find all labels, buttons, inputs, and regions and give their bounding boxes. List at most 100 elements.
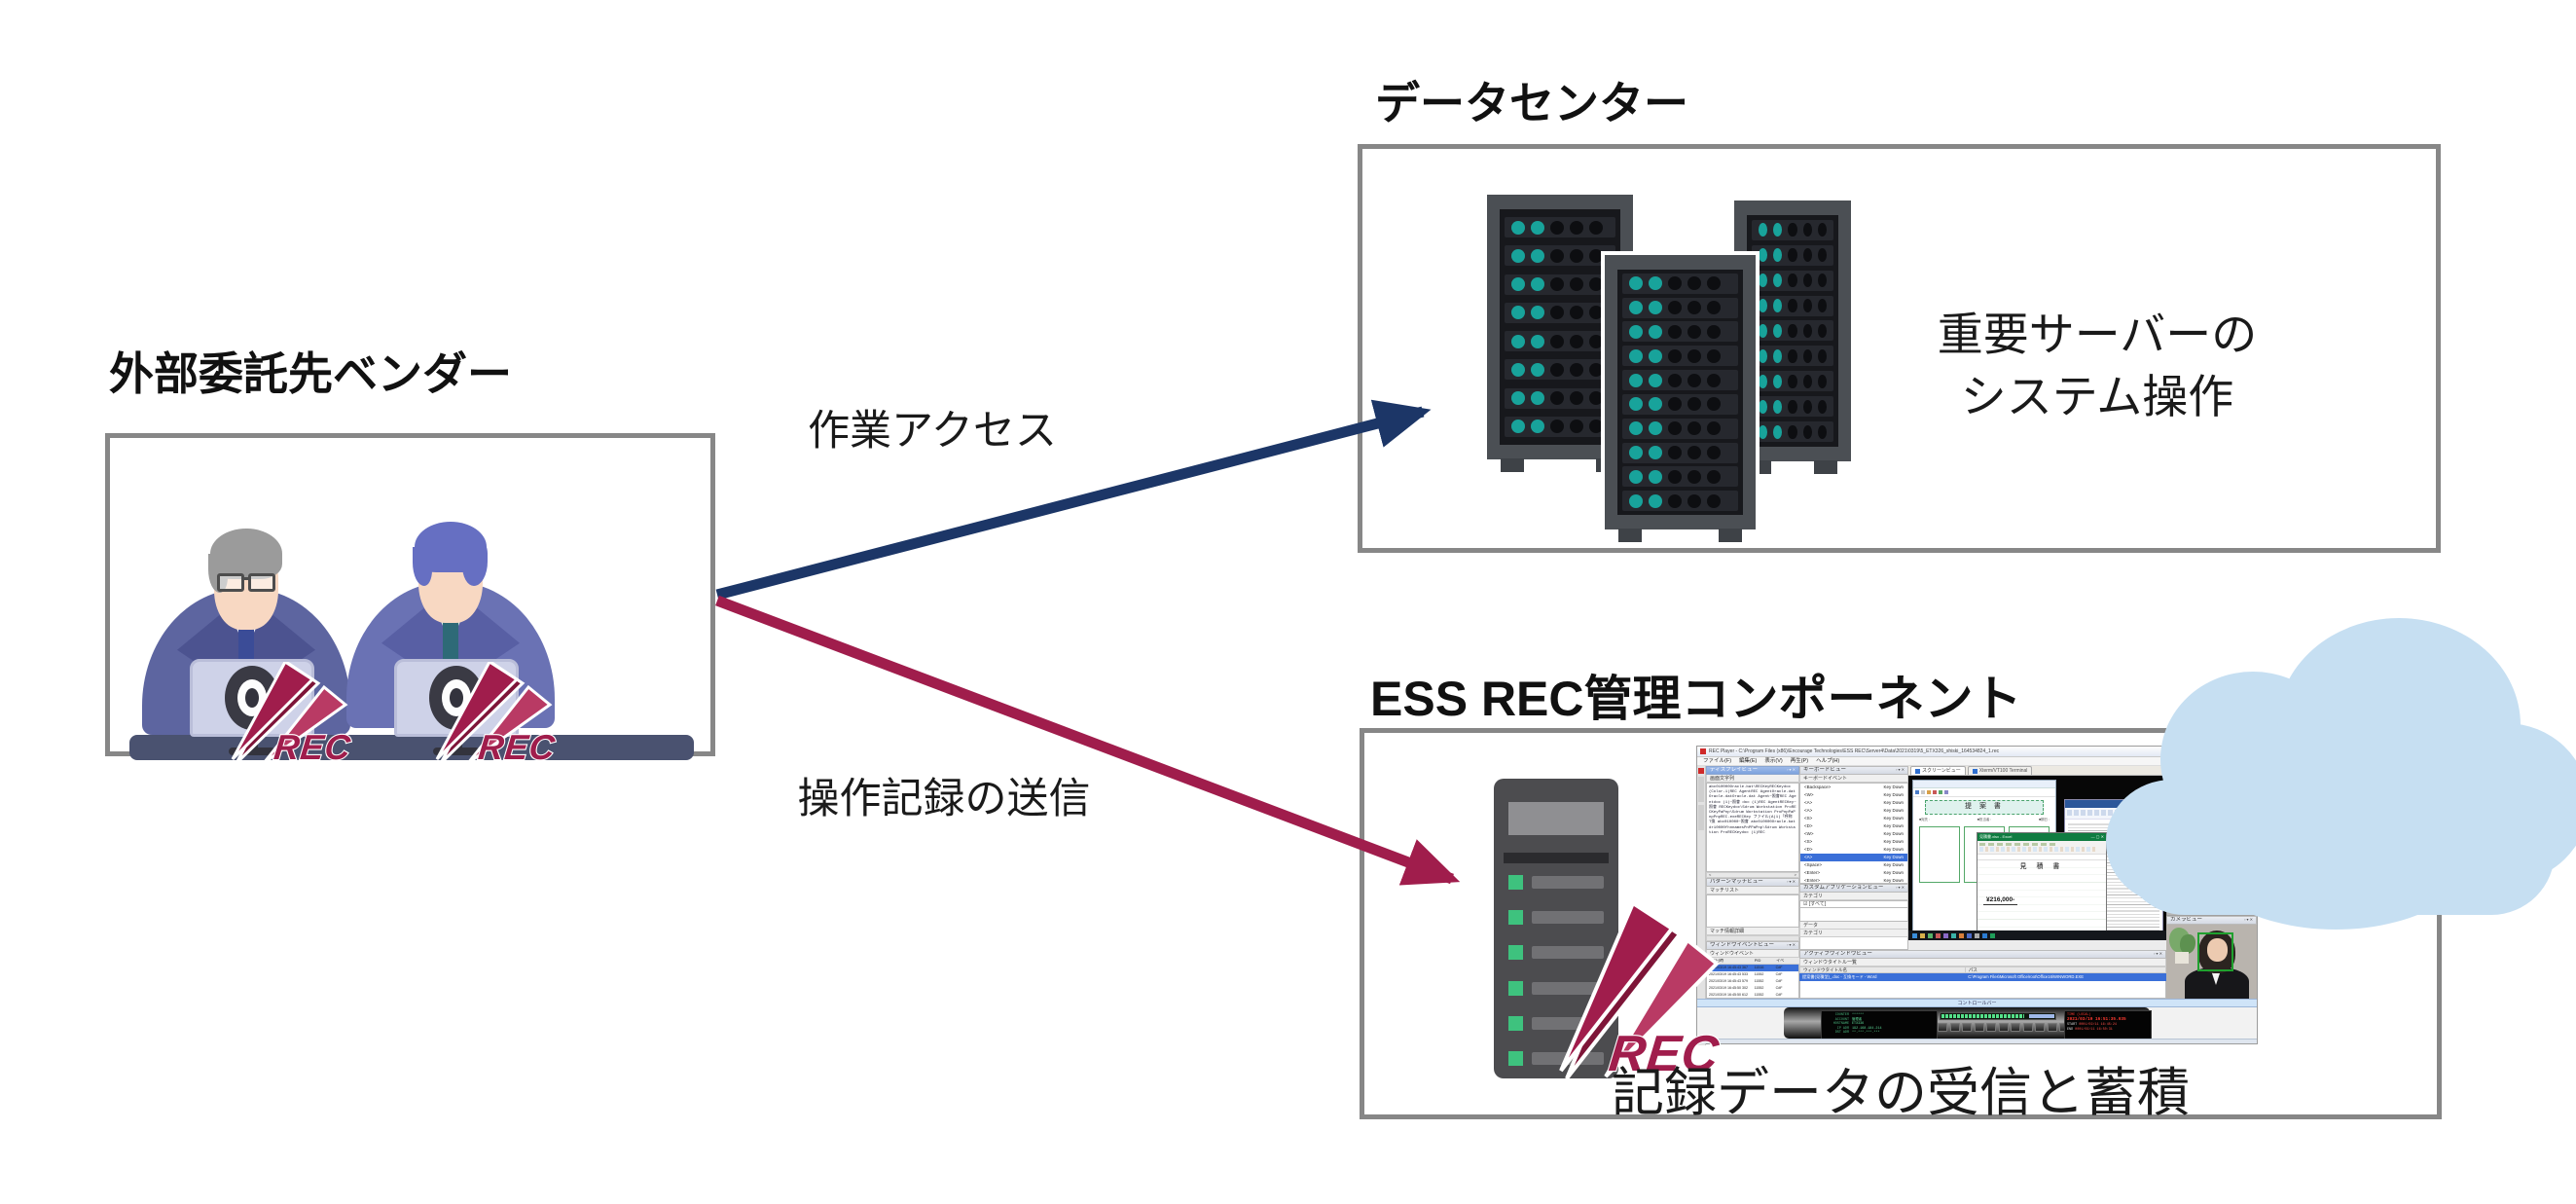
led-off-icon xyxy=(1817,399,1828,414)
menu-item: 再生(P) xyxy=(1790,757,1809,764)
led-lit-icon xyxy=(1649,446,1662,459)
led-lit-icon xyxy=(1511,420,1525,434)
led-off-icon xyxy=(1570,362,1583,377)
led-lit-icon xyxy=(1511,306,1525,320)
led-off-icon xyxy=(1668,446,1682,459)
vendor-title: 外部委託先ベンダー xyxy=(109,348,512,399)
green-led-icon xyxy=(1508,945,1523,961)
led-off-icon xyxy=(1668,421,1682,436)
event-row: 2021/03/19 16:45:43 533 11552 C#F xyxy=(1709,972,1783,977)
event-row: 2021/03/19 16:45:43 579 11552 C#F xyxy=(1709,979,1783,984)
keyboard-label: キーボードイベント xyxy=(1799,775,1908,783)
led-off-icon xyxy=(1589,277,1603,292)
rack-led-panel xyxy=(1617,270,1743,515)
led-off-icon xyxy=(1589,220,1603,235)
person-hair-gray xyxy=(208,529,282,593)
tab-terminal: Xterm/VT100 Terminal xyxy=(1967,766,2033,775)
rack-row xyxy=(1622,273,1738,294)
green-led-icon xyxy=(1508,874,1523,890)
face-detect-box xyxy=(2197,932,2233,971)
led-off-icon xyxy=(1802,399,1812,414)
datacenter-title: データセンター xyxy=(1375,78,1688,128)
led-off-icon xyxy=(1707,397,1721,412)
custom-app-header: カスタムアプリケーションビュー ▫ ▾ ✕ xyxy=(1799,884,1908,893)
led-off-icon xyxy=(1570,220,1583,235)
camera-view-header: カメラビュー ▫ ▾ ✕ xyxy=(2166,916,2257,925)
led-off-icon xyxy=(1570,334,1583,348)
led-lit-icon xyxy=(1629,276,1643,291)
led-title: TIME (LOCAL) xyxy=(2067,1013,2091,1017)
lcd-row: DST ADR**.***.***.*** xyxy=(1834,1031,1880,1036)
led-off-icon xyxy=(1788,424,1797,439)
vendor-person-gray xyxy=(134,492,358,735)
menu-item: 編集(E) xyxy=(1739,757,1758,764)
led-lit-icon xyxy=(1629,397,1643,412)
led-off-icon xyxy=(1817,323,1828,338)
rack-row xyxy=(1505,416,1615,437)
control-bar-label: コントロールバー xyxy=(1957,1000,1997,1006)
excel-amount: ¥216,000- xyxy=(1983,896,2018,905)
led-lit-icon xyxy=(1629,446,1643,459)
record-send-label: 操作記録の送信 xyxy=(797,776,1091,822)
led-lit-icon xyxy=(1773,424,1783,439)
led-off-icon xyxy=(1687,324,1701,339)
led-off-icon xyxy=(1550,420,1564,434)
led-off-icon xyxy=(1550,334,1564,348)
led-lit-icon xyxy=(1759,374,1768,388)
caption-line-2: システム操作 xyxy=(1960,371,2234,422)
rack-row xyxy=(1505,387,1615,409)
led-off-icon xyxy=(1687,348,1701,363)
led-off-icon xyxy=(1570,277,1583,292)
led-lit-icon xyxy=(1511,248,1525,263)
transport-buttons xyxy=(1938,1023,2069,1032)
led-off-icon xyxy=(1788,299,1797,313)
led-lit-icon xyxy=(1759,299,1768,313)
category-label: カテゴリ xyxy=(1799,930,1908,937)
led-lit-icon xyxy=(1649,493,1662,508)
led-off-icon xyxy=(1589,306,1603,320)
led-lit-icon xyxy=(1773,374,1783,388)
led-lit-icon xyxy=(1511,220,1525,235)
led-lit-icon xyxy=(1759,348,1768,363)
tower-slots xyxy=(1508,874,1604,1067)
led-off-icon xyxy=(1668,493,1682,508)
rack-row xyxy=(1622,466,1738,488)
led-off-icon xyxy=(1668,397,1682,412)
led-lit-icon xyxy=(1531,277,1544,292)
rack-row xyxy=(1752,371,1833,392)
led-off-icon xyxy=(1707,493,1721,508)
led-off-icon xyxy=(1687,469,1701,484)
tower-slot xyxy=(1508,909,1604,925)
app-icon xyxy=(1700,748,1706,754)
led-lit-icon xyxy=(1629,493,1643,508)
led-off-icon xyxy=(1707,373,1721,387)
led-lit-icon xyxy=(1759,323,1768,338)
led-off-icon xyxy=(1817,374,1828,388)
led-lit-icon xyxy=(1759,223,1768,237)
green-led-icon xyxy=(1508,980,1523,996)
led-lit-icon xyxy=(1649,373,1662,387)
rack-row xyxy=(1752,270,1833,291)
led-off-icon xyxy=(1668,324,1682,339)
led-time: 2021/03/19 16:51:35.035 xyxy=(2067,1017,2126,1023)
led-off-icon xyxy=(1707,301,1721,315)
rack-row xyxy=(1505,331,1615,352)
h-scrollbar: <> xyxy=(1706,872,1799,878)
led-off-icon xyxy=(1668,301,1682,315)
led-lit-icon xyxy=(1629,469,1643,484)
led-off-icon xyxy=(1707,324,1721,339)
led-lit-icon xyxy=(1629,348,1643,363)
led-off-icon xyxy=(1687,301,1701,315)
arrow-record-send xyxy=(715,595,1461,886)
rec-text: REC xyxy=(272,727,353,767)
led-off-icon xyxy=(1817,348,1828,363)
screen-text-label: 画面文字列 xyxy=(1706,775,1799,783)
led-off-icon xyxy=(1687,397,1701,412)
keyboard-row: <D> Key Down xyxy=(1804,823,1904,829)
rack-led-panel xyxy=(1747,215,1838,447)
led-lit-icon xyxy=(1629,373,1643,387)
